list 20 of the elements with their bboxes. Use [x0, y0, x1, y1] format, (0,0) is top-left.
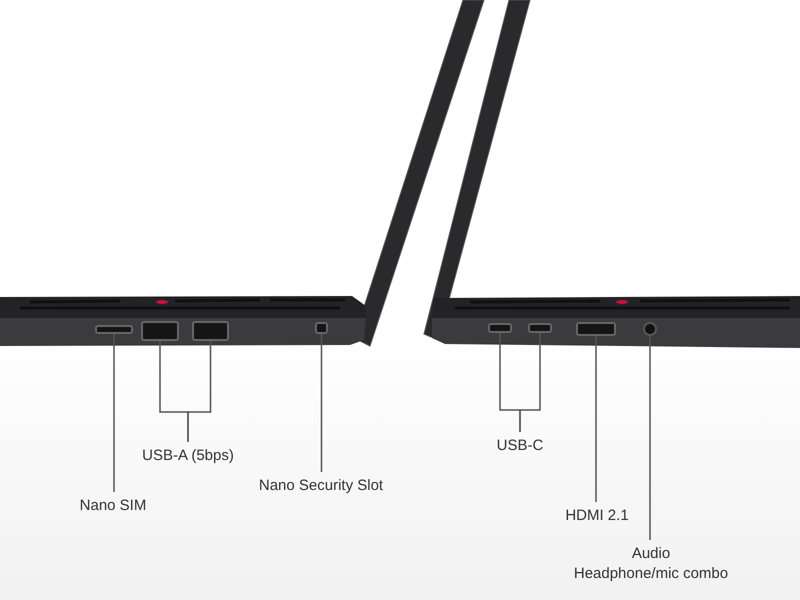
usb-c-port	[488, 323, 512, 333]
leader-line	[519, 333, 541, 432]
usb-a-port	[141, 321, 179, 341]
leader-line	[320, 334, 322, 472]
leader-line	[113, 334, 115, 492]
port-label: Headphone/mic combo	[574, 564, 728, 584]
hdmi-port	[576, 322, 616, 336]
port-label: Audio	[632, 544, 670, 564]
port-label: Nano SIM	[80, 496, 146, 516]
leader-line	[595, 336, 597, 502]
port-label: USB-A (5bps)	[142, 446, 234, 466]
port-label: USB-C	[496, 436, 544, 456]
leader-line	[649, 336, 651, 540]
leader-line	[187, 341, 212, 442]
port-label: HDMI 2.1	[565, 506, 629, 526]
port-label: Nano Security Slot	[258, 476, 384, 496]
usb-a-port	[192, 321, 229, 341]
usb-c-port	[528, 323, 552, 333]
security-slot	[315, 322, 328, 334]
sim-card-slot	[95, 325, 133, 334]
